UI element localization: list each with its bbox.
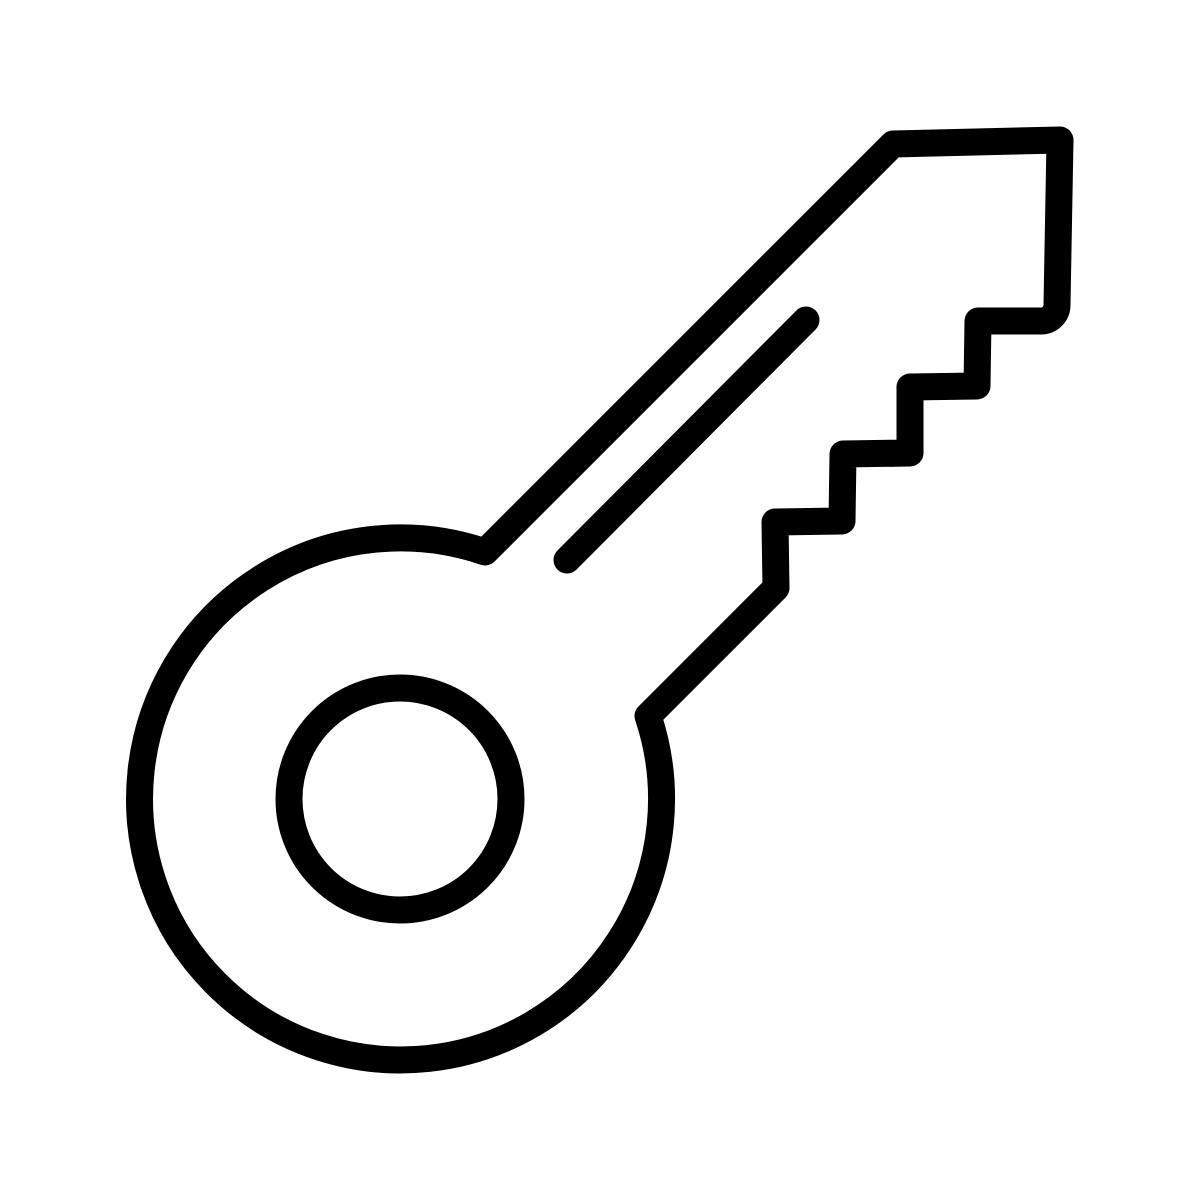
key-groove xyxy=(553,306,820,574)
key-outline xyxy=(126,126,1074,1074)
key-hole xyxy=(275,674,525,924)
